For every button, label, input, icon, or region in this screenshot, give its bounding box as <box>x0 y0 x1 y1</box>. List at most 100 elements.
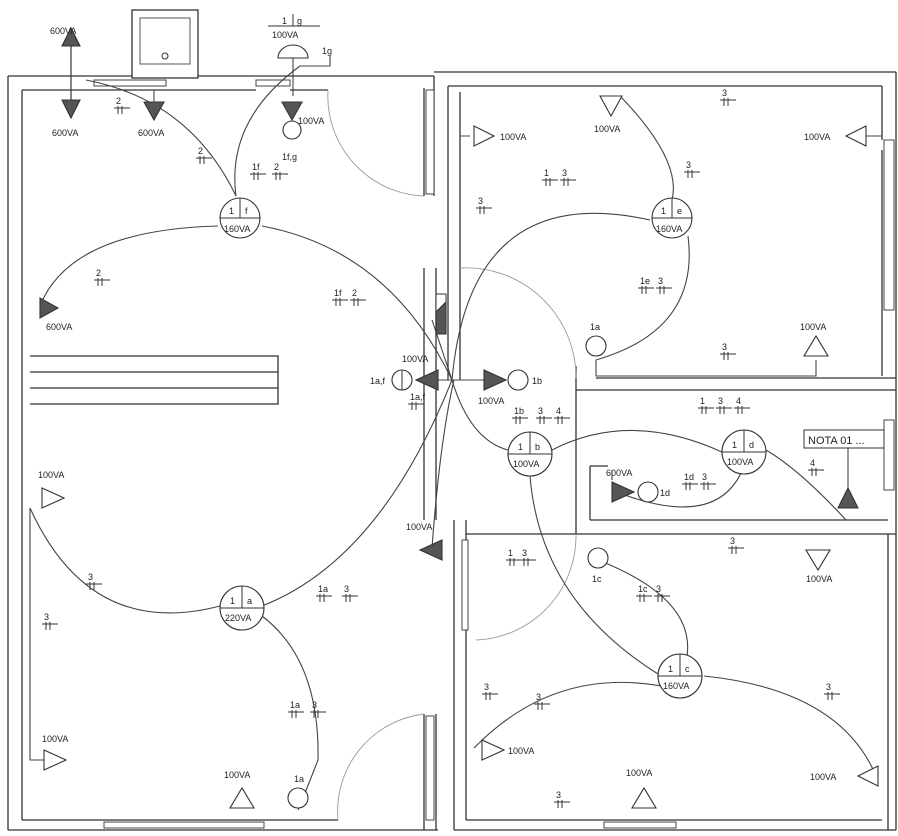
outlet-power: 100VA <box>38 470 64 480</box>
outlet-power: 100VA <box>298 116 324 126</box>
conductor-marker: 3 <box>684 160 700 178</box>
outlet-power: 100VA <box>42 734 68 744</box>
conductor-tick <box>482 692 498 700</box>
outlet-100va: 1b 100VA <box>478 369 542 406</box>
conductor-label: 1 <box>544 168 549 178</box>
conductor-label: 1a <box>318 584 328 594</box>
conductor-label: 3 <box>730 536 735 546</box>
outlet-power: 100VA <box>594 124 620 134</box>
conductor-label: 4 <box>810 458 815 468</box>
outlet-power: 100VA <box>224 770 250 780</box>
point-power: 160VA <box>663 681 689 691</box>
outlet-600va: 600VA <box>138 90 165 138</box>
conductor-marker: 3 <box>86 572 102 590</box>
outlet-power: 100VA <box>626 768 652 778</box>
conductor-tick <box>700 482 716 490</box>
conductor-label: 1b <box>514 406 524 416</box>
conductor-tick <box>542 178 558 186</box>
outlet-100va: 100VA <box>481 739 534 761</box>
outlet-100va: 100VA <box>804 125 867 147</box>
outlet-power: 600VA <box>52 128 78 138</box>
circuit-number: 1 <box>661 206 666 216</box>
conductor-tick <box>288 710 304 718</box>
conductor-tick <box>342 594 358 602</box>
conductor-label: 1f <box>334 288 342 298</box>
conductor-label: 3 <box>656 584 661 594</box>
conductor-label: 3 <box>658 276 663 286</box>
conductor-label: 3 <box>522 548 527 558</box>
conductor-marker: 3 <box>716 396 732 414</box>
conductor-marker: 3 <box>520 548 536 566</box>
circuit-number: 1 <box>230 596 235 606</box>
outlet-power: 100VA <box>804 132 830 142</box>
conductor-marker: 1 <box>542 168 558 186</box>
circuit-number: 1 <box>668 664 673 674</box>
conductor-label: 1f <box>252 162 260 172</box>
conductor-marker: 3 <box>342 584 358 602</box>
switch-label: 1a,f <box>370 376 386 386</box>
conductor-label: 4 <box>556 406 561 416</box>
switch-label: 1f,g <box>282 152 297 162</box>
conductor-marker: 3 <box>700 472 716 490</box>
conductor-tick <box>638 286 654 294</box>
conductor-label: 3 <box>88 572 93 582</box>
washbasin <box>131 9 199 79</box>
conductor-marker: 3 <box>728 536 744 554</box>
outlet-100va: 100VA <box>473 125 526 147</box>
outlet-100va: 100VA 1f,g <box>281 101 324 162</box>
conductor-marker: 3 <box>720 88 736 106</box>
conductor-label: 3 <box>538 406 543 416</box>
outlet-600va: 600VA 600VA <box>50 26 81 138</box>
conductor-marker: 1b <box>512 406 528 424</box>
conductor-marker: 3 <box>536 406 552 424</box>
conductor-tick <box>94 278 110 286</box>
conductor-marker: 1a,f <box>408 392 426 410</box>
conductor-label: 1d <box>684 472 694 482</box>
conductor-marker: 3 <box>656 276 672 294</box>
conductor-tick <box>554 416 570 424</box>
outlet-600va: 1d 600VA <box>606 468 670 503</box>
outlet-600va: 600VA <box>39 297 72 332</box>
outlet-100va: 100VA <box>38 470 66 509</box>
outlet-100va: 100VA <box>406 522 443 561</box>
conductor-label: 3 <box>312 700 317 710</box>
conductor-tick <box>636 594 652 602</box>
circuit-number: 1 <box>518 442 523 452</box>
outlet-power: 100VA <box>402 354 428 364</box>
outlet-power: 100VA <box>478 396 504 406</box>
conductor-label: 2 <box>352 288 357 298</box>
conductor-label: 3 <box>536 692 541 702</box>
conductor-marker: 1a <box>288 700 304 718</box>
exterior-light: 1 g 100VA 1g <box>268 14 332 96</box>
conductor-label: 1c <box>638 584 648 594</box>
light-point: 1 c 160VA <box>657 653 703 699</box>
point-id: f <box>245 206 248 216</box>
conductor-label: 2 <box>96 268 101 278</box>
point-power: 100VA <box>513 459 539 469</box>
conductor-label: 1a,f <box>410 392 426 402</box>
switch-label: 1a <box>294 774 304 784</box>
point-id: b <box>535 442 540 452</box>
conductor-marker: 3 <box>310 700 326 718</box>
conductor-tick <box>476 206 492 214</box>
conductor-tick <box>520 558 536 566</box>
conductor-label: 3 <box>562 168 567 178</box>
light-point: 1 a 220VA <box>219 585 265 631</box>
conductor-marker: 2 <box>196 146 212 164</box>
light-points: 1 f 160VA 1 e 160VA 1 b 100VA 1 d 100VA <box>219 197 767 699</box>
conductor-label: 1a <box>290 700 300 710</box>
conductor-label: 2 <box>198 146 203 156</box>
conductor-tick <box>656 286 672 294</box>
outlet-power: 100VA <box>500 132 526 142</box>
point-id: e <box>677 206 682 216</box>
conductor-marker: 1f <box>332 288 348 306</box>
conductor-label: 2 <box>116 96 121 106</box>
light-point: 1 f 160VA <box>219 197 261 239</box>
conductor-tick <box>554 800 570 808</box>
switch-label: 1a <box>590 322 600 332</box>
point-power: 100VA <box>272 30 298 40</box>
switch-label: 1g <box>322 46 332 56</box>
circuit-number: 1 <box>732 440 737 450</box>
switch: 1c <box>587 547 609 584</box>
note-label: NOTA 01 ... <box>808 435 865 447</box>
